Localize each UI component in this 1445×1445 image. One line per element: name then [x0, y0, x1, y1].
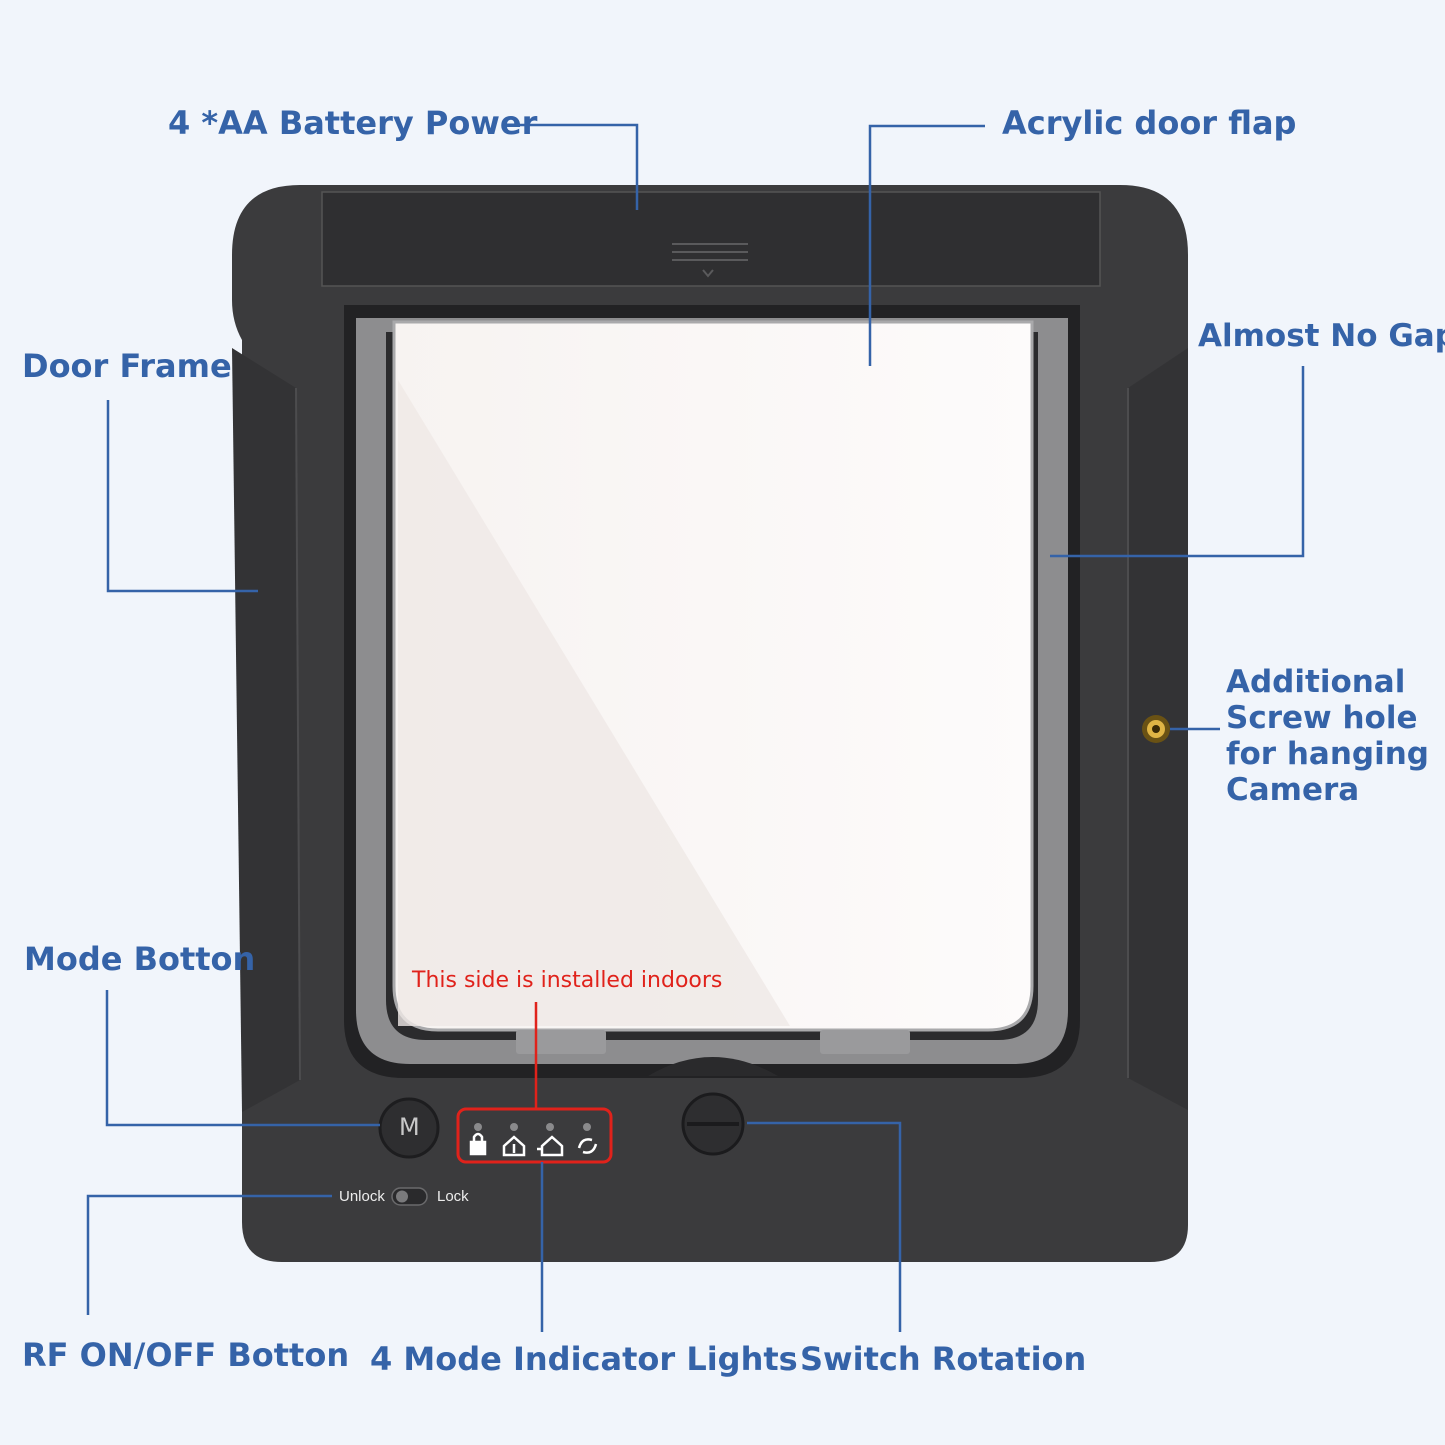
leader-gap — [1050, 366, 1305, 558]
label-mode: Mode Botton — [24, 940, 256, 978]
leader-frame — [106, 400, 258, 593]
leader-battery — [506, 123, 639, 210]
label-flap: Acrylic door flap — [1002, 104, 1297, 142]
switch-unlock-label: Unlock — [339, 1188, 385, 1205]
label-indicators: 4 Mode Indicator Lights — [370, 1340, 798, 1378]
battery-compartment — [321, 191, 1101, 287]
label-gap: Almost No Gap — [1198, 318, 1445, 354]
frame-bevel-left — [232, 348, 300, 1112]
indoor-note: This side is installed indoors — [412, 968, 723, 993]
label-rotation: Switch Rotation — [800, 1340, 1087, 1378]
leader-mode — [105, 990, 380, 1127]
flap-hinge — [648, 1057, 778, 1076]
label-screw: Additional Screw hole for hanging Camera — [1226, 664, 1429, 808]
house-in-icon — [502, 1135, 526, 1157]
house-out-icon — [537, 1135, 564, 1157]
switch-lock-label: Lock — [437, 1188, 469, 1205]
label-frame: Door Frame — [22, 347, 232, 385]
leader-rotation — [747, 1121, 902, 1332]
leader-flap — [868, 124, 985, 366]
rotation-icon — [577, 1138, 598, 1154]
label-rf: RF ON/OFF Botton — [22, 1336, 350, 1374]
lock-icon — [469, 1132, 487, 1156]
leader-rf — [86, 1194, 332, 1315]
indicator-highlight-box — [456, 1107, 613, 1164]
mode-button-shape — [378, 1097, 440, 1159]
label-battery: 4 *AA Battery Power — [168, 104, 538, 142]
leader-lines — [86, 123, 1305, 1332]
mode-button-letter: M — [399, 1113, 420, 1141]
